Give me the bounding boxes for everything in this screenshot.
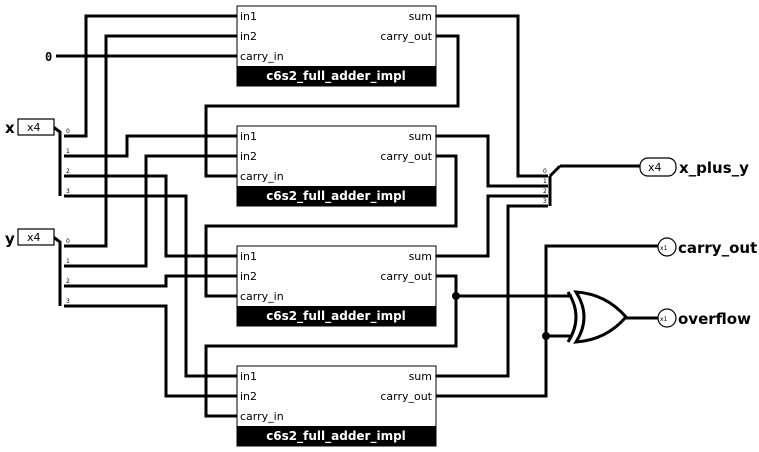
adder-name: c6s2_full_adder_impl: [266, 69, 406, 84]
x-splitter: [51, 124, 62, 196]
wire-carry-2-3: [204, 274, 458, 418]
output-carry-width: x1: [660, 245, 668, 252]
adder-carry-out-label: carry_out: [380, 270, 432, 283]
input-x-label: x: [5, 119, 15, 137]
wire-y1: [64, 154, 237, 268]
input-y[interactable]: y x4: [5, 228, 55, 248]
adder-sum-label: sum: [409, 250, 432, 263]
wire-sum2: [436, 194, 548, 258]
x-bit-0-label: 0: [66, 128, 70, 135]
adder-in2-label: in2: [240, 390, 257, 403]
adder-name: c6s2_full_adder_impl: [266, 189, 406, 204]
junction-dot: [542, 332, 550, 340]
output-x-plus-y[interactable]: x4 x_plus_y: [639, 157, 749, 177]
wire-sum0: [436, 14, 548, 178]
adder-1[interactable]: in1 in2 carry_in sum carry_out c6s2_full…: [236, 125, 437, 207]
adder-carry-in-label: carry_in: [240, 290, 284, 303]
adder-carry-in-label: carry_in: [240, 170, 284, 183]
y-splitter: [51, 234, 62, 306]
output-sum-label: x_plus_y: [679, 159, 749, 177]
wire-final-carry: [436, 244, 658, 398]
xor-icon[interactable]: [566, 290, 628, 344]
adder-carry-in-label: carry_in: [240, 410, 284, 423]
output-sum-width: x4: [648, 161, 662, 174]
constant-zero: 0: [45, 50, 52, 64]
y-bit-1-label: 1: [66, 258, 70, 265]
y-bit-3-label: 3: [66, 298, 70, 305]
adder-in1-label: in1: [240, 10, 257, 23]
adder-carry-out-label: carry_out: [380, 30, 432, 43]
adder-carry-out-label: carry_out: [380, 390, 432, 403]
adder-in2-label: in2: [240, 270, 257, 283]
adder-carry-in-label: carry_in: [240, 50, 284, 63]
wire-x0: [64, 14, 237, 138]
x-bit-3-label: 3: [66, 188, 70, 195]
output-overflow-box: [657, 308, 677, 328]
wire-carry-0-1: [204, 34, 460, 178]
y-bit-2-label: 2: [66, 278, 70, 285]
output-overflow-width: x1: [660, 316, 668, 323]
adder-sum-label: sum: [409, 10, 432, 23]
input-x-box: [17, 118, 55, 136]
y-bit-0-label: 0: [66, 238, 70, 245]
adder-in1-label: in1: [240, 250, 257, 263]
output-carry-box: [657, 237, 677, 257]
wire-sum3: [436, 204, 548, 378]
wire-y3: [64, 304, 237, 398]
wire-y0: [64, 34, 237, 248]
adder-in1-label: in1: [240, 370, 257, 383]
output-sum-box: [639, 157, 677, 177]
adder-in2-label: in2: [240, 150, 257, 163]
output-carry-out[interactable]: x1 carry_out: [657, 237, 757, 257]
sum-bit-1-label: 1: [543, 178, 547, 185]
output-carry-label: carry_out: [678, 239, 757, 257]
wire-y2: [64, 274, 237, 288]
wire-sum1: [436, 134, 548, 188]
output-overflow[interactable]: x1 overflow: [657, 308, 751, 328]
adder-0[interactable]: in1 in2 carry_in sum carry_out c6s2_full…: [236, 5, 437, 87]
input-x[interactable]: x x4: [5, 118, 55, 137]
adder-carry-out-label: carry_out: [380, 150, 432, 163]
wire-x1: [64, 134, 237, 158]
adder-3[interactable]: in1 in2 carry_in sum carry_out c6s2_full…: [236, 365, 437, 447]
output-overflow-label: overflow: [678, 310, 751, 328]
sum-bit-3-label: 3: [543, 198, 547, 205]
sum-bit-0-label: 0: [543, 168, 547, 175]
sum-bit-2-label: 2: [543, 188, 547, 195]
adder-name: c6s2_full_adder_impl: [266, 309, 406, 324]
wire-carry-1-2: [204, 154, 458, 298]
input-y-label: y: [5, 230, 15, 248]
adder-in2-label: in2: [240, 30, 257, 43]
junction-dot: [452, 292, 460, 300]
wire-x2: [64, 174, 237, 258]
input-y-box: [17, 228, 55, 246]
input-x-width: x4: [27, 121, 41, 134]
adder-2[interactable]: in1 in2 carry_in sum carry_out c6s2_full…: [236, 245, 437, 327]
adder-name: c6s2_full_adder_impl: [266, 429, 406, 444]
wire-x3: [64, 194, 237, 378]
x-bit-2-label: 2: [66, 168, 70, 175]
sum-merger: [548, 164, 562, 206]
adder-in1-label: in1: [240, 130, 257, 143]
adder-sum-label: sum: [409, 370, 432, 383]
adder-sum-label: sum: [409, 130, 432, 143]
input-y-width: x4: [27, 231, 41, 244]
x-bit-1-label: 1: [66, 148, 70, 155]
wires: [56, 14, 658, 418]
